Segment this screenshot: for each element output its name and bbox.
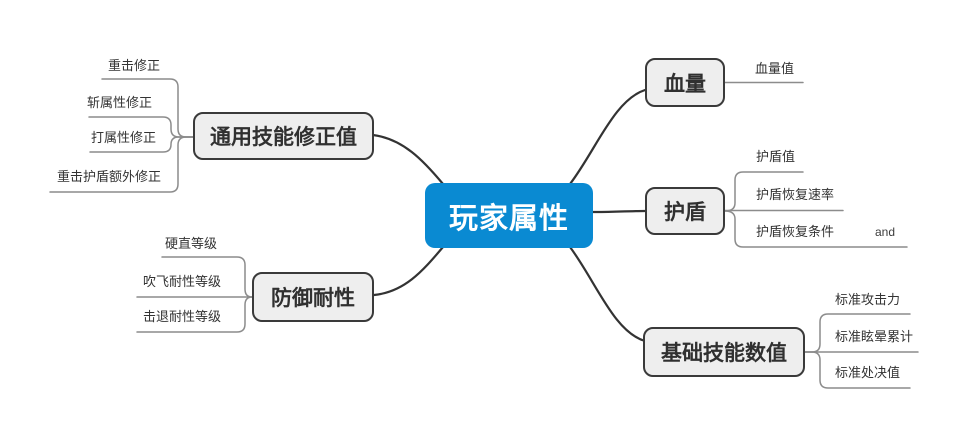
leaf-node-shield-regen-rate[interactable]: 护盾恢复速率 [756, 187, 835, 202]
leaf-node-std-stun-accum[interactable]: 标准眩晕累计 [835, 329, 914, 344]
leaf-node-knockback-resist-level[interactable]: 击退耐性等级 [143, 309, 222, 324]
leaf-node-shield-regen-cond[interactable]: 护盾恢复条件 [756, 224, 835, 239]
leaf-node-std-attack-power[interactable]: 标准攻击力 [835, 292, 901, 307]
branch-node-base-skill-values[interactable]: 基础技能数值 [643, 327, 805, 377]
leaf-node-slash-attr-mod[interactable]: 斩属性修正 [87, 95, 153, 110]
branch-node-defense-resistance[interactable]: 防御耐性 [252, 272, 374, 322]
root-node-player-attributes[interactable]: 玩家属性 [425, 183, 593, 248]
connector-leaf-stagger-level [161, 256, 253, 298]
leaf-node-heavy-hit-mod[interactable]: 重击修正 [108, 58, 161, 73]
branch-node-common-skill-modifiers[interactable]: 通用技能修正值 [193, 112, 374, 160]
leaf-node-stagger-level[interactable]: 硬直等级 [165, 236, 218, 251]
connector-root-to-common-skill-modifiers [371, 133, 445, 186]
connector-root-to-shield [591, 209, 647, 214]
branch-node-shield[interactable]: 护盾 [645, 187, 725, 235]
leaf-node-heavy-shield-extra[interactable]: 重击护盾额外修正 [57, 169, 162, 184]
connector-root-to-health [568, 88, 647, 186]
connector-leaf-std-execute [804, 351, 911, 389]
connector-root-to-base-skill-values [568, 245, 647, 343]
leaf-node-shield-value[interactable]: 护盾值 [756, 149, 796, 164]
leaf-node-blunt-attr-mod[interactable]: 打属性修正 [91, 130, 157, 145]
connector-leaf-heavy-shield-mod [49, 136, 194, 193]
branch-node-health[interactable]: 血量 [645, 58, 725, 107]
connector-leaf-blunt-mod [89, 136, 194, 153]
connector-leaf-shield-regen-cond [724, 210, 908, 248]
leaf-node-std-execute-value[interactable]: 标准处决值 [835, 365, 901, 380]
boundary-label-and[interactable]: and [875, 225, 896, 239]
connector-leaf-knockback-resist [136, 296, 253, 333]
connector-root-to-defense-resistance [372, 245, 445, 297]
leaf-node-health-value[interactable]: 血量值 [755, 61, 795, 76]
leaf-node-launch-resist-level[interactable]: 吹飞耐性等级 [143, 274, 222, 289]
